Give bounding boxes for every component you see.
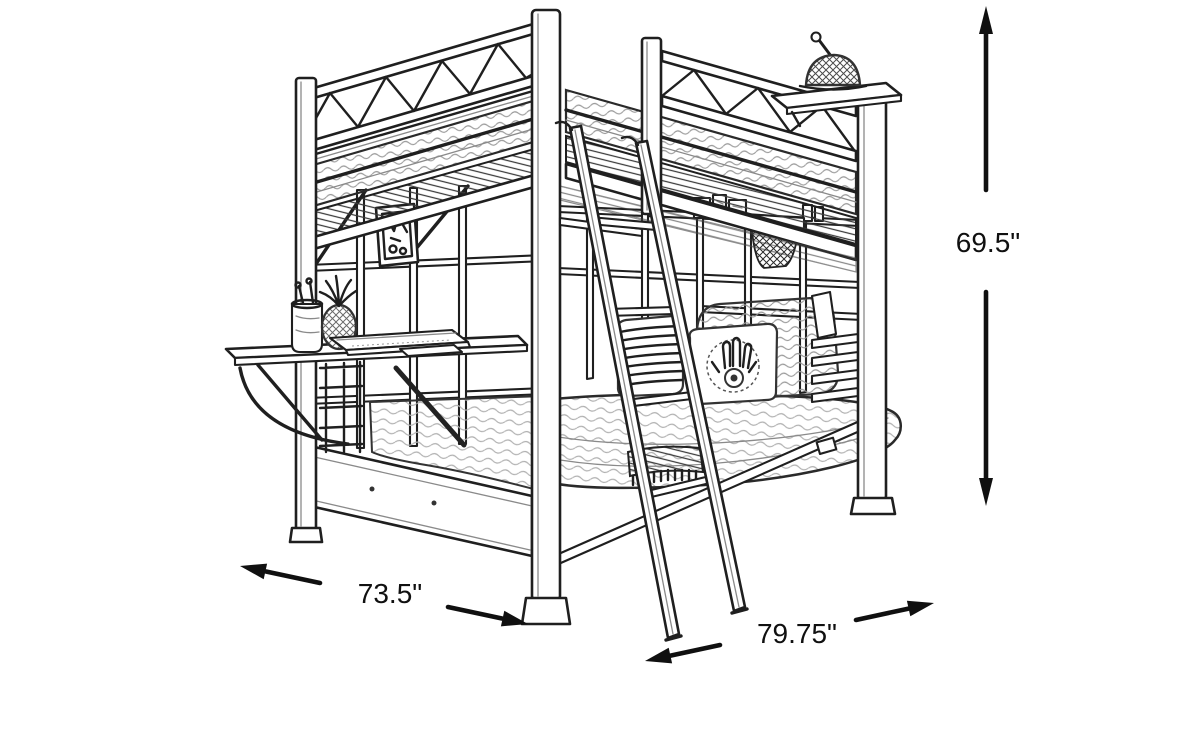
ladder-rungs: [588, 215, 712, 501]
storage-cubbies: [318, 360, 364, 454]
desk-strut: [256, 363, 324, 442]
futon-mattress: [543, 392, 902, 490]
desk-bracket: [238, 366, 350, 446]
front-post: [520, 8, 572, 626]
pencil-cup: [290, 277, 324, 354]
lamp-shelf: [770, 81, 903, 128]
clip-lamp: [798, 31, 868, 91]
width-dimension-label: 73.5": [358, 578, 422, 609]
arrow-up-icon: [979, 6, 993, 34]
futon-left-section: [368, 394, 546, 494]
height-dimension-label: 69.5": [956, 227, 1020, 258]
loft-ladder: [554, 120, 749, 642]
depth-dimension: 79.75": [645, 600, 934, 664]
arrow-down-left-icon: [645, 647, 673, 664]
ladder-rail: [620, 135, 749, 615]
arrow-down-right-icon: [500, 610, 528, 627]
fold-down-desk: [224, 274, 529, 454]
ladder-rail: [554, 120, 683, 642]
mattress-top-right: [564, 88, 858, 216]
notebook: [398, 343, 464, 358]
hamsa-hand-motif: [710, 336, 758, 388]
side-rail-bars: [810, 290, 860, 404]
arrow-up-right-icon: [906, 600, 934, 617]
deck-right: [559, 134, 858, 273]
depth-dimension-label: 79.75": [757, 618, 837, 649]
dimension-annotations: 69.5" 73.5" 79.75": [240, 6, 1020, 664]
width-dimension: 73.5": [240, 563, 528, 627]
arrow-up-left-icon: [240, 563, 268, 580]
pillow-hamsa: [688, 322, 779, 406]
arrow-down-icon: [979, 478, 993, 506]
height-dimension: 69.5": [956, 6, 1020, 506]
loft-bed-sketch: [224, 8, 903, 642]
leaning-book: [810, 290, 838, 340]
right-post: [849, 84, 897, 516]
top-bunk-left-rail: [298, 20, 547, 254]
desk-brace: [393, 365, 467, 448]
